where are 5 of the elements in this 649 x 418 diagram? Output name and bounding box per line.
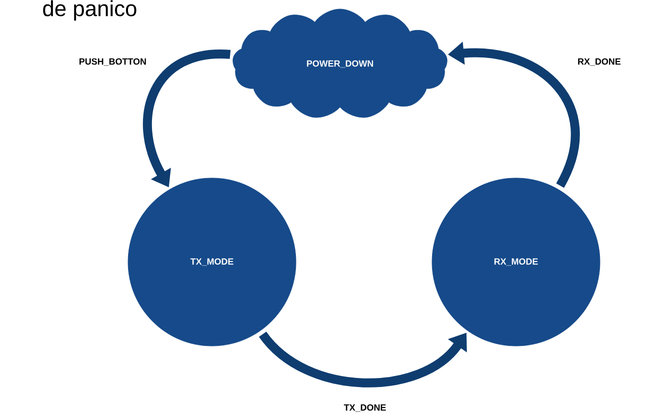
heading-text: de panico [43, 0, 136, 21]
edge-label: TX_DONE [344, 404, 386, 412]
edge-label: PUSH_BOTTON [80, 58, 146, 66]
curved-arrow [259, 331, 467, 388]
edge-label: RX_DONE [578, 58, 621, 66]
